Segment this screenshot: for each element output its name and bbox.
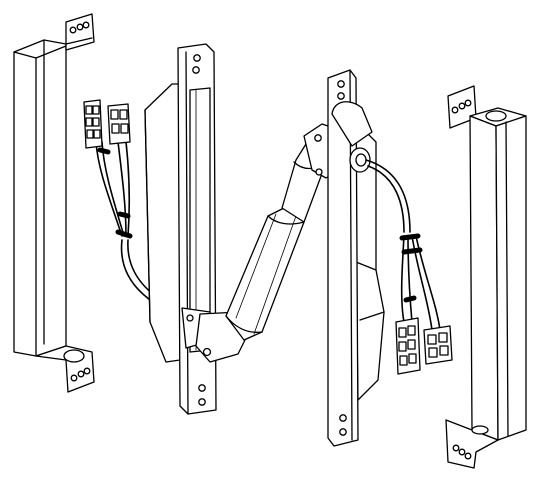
screw-hole [339,428,347,436]
screw-hole [458,448,466,456]
screw-hole [452,444,460,452]
screw-hole [83,367,91,375]
right-angle-bracket [445,85,527,469]
right-wire-harness [365,159,453,375]
screw-hole [464,452,472,460]
screw-hole [70,374,78,382]
screw-hole [82,21,90,29]
screw-hole [76,23,84,31]
screw-hole [337,92,345,100]
left-wire-harness [83,99,185,317]
articulating-arm [195,123,343,363]
screw-hole [464,99,472,107]
pivot-screw [186,314,194,322]
left-angle-bracket [13,13,95,393]
pivot-screw [202,347,212,357]
screw-hole [451,106,459,114]
screw-hole [69,26,77,34]
screw-hole [339,414,347,422]
screw-hole [192,66,200,74]
screw-hole [337,80,345,88]
screw-hole [458,102,466,110]
screw-hole [193,54,201,62]
screw-hole [77,370,85,378]
pivot-screw [314,134,322,142]
screw-hole [198,398,206,406]
pivot-screw [315,168,323,176]
wire-connector [423,325,453,365]
left-mounting-plate [144,43,217,415]
screw-hole [198,384,206,392]
right-mounting-plate [327,69,385,447]
